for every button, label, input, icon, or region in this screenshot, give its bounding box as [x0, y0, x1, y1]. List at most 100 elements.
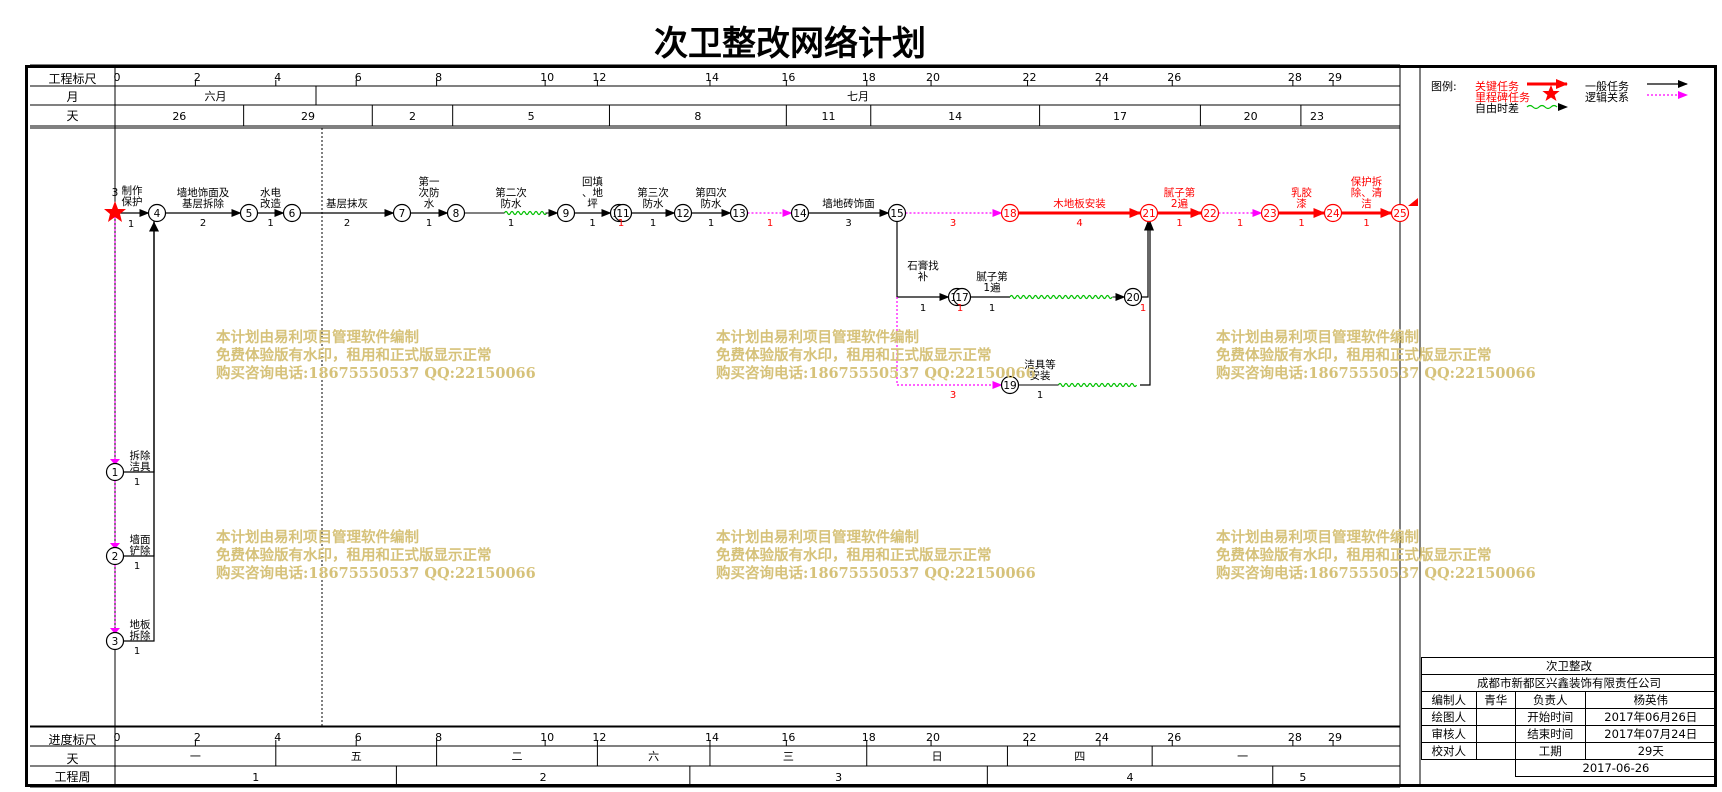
info-duration: 29天 [1584, 742, 1718, 760]
event-node-label: 19 [1003, 380, 1016, 392]
task-name-label: 水电 [260, 186, 281, 199]
event-node-9 [556, 203, 576, 223]
info-checker-label: 校对人 [1421, 742, 1477, 760]
task-duration: 1 [1176, 218, 1182, 229]
info-manager: 杨英伟 [1584, 691, 1718, 709]
task-name-label: 腻子第 [976, 270, 1008, 283]
task-name-label: 洁具等 [1024, 358, 1056, 371]
watermark-line: 免费体验版有水印，租用和正式版显示正常 [216, 547, 492, 564]
scale-tick-label: 10 [540, 71, 554, 84]
watermark-text: 本计划由易利项目管理软件编制免费体验版有水印，租用和正式版显示正常购买咨询电话:… [216, 529, 546, 583]
event-node-label: 20 [1126, 292, 1139, 304]
day-label: 17 [1113, 110, 1127, 123]
free-float-wave [503, 210, 548, 216]
legend-float-symbol [1526, 104, 1558, 110]
task-duration: 1 [426, 218, 432, 229]
week-label: 5 [1299, 771, 1306, 784]
event-node-label: 9 [563, 208, 570, 220]
event-node-label: 6 [289, 208, 296, 220]
watermark-line: 购买咨询电话:18675550537 QQ:22150066 [1216, 565, 1536, 582]
event-node-2 [105, 546, 125, 566]
info-start-label: 开始时间 [1514, 708, 1586, 726]
scale-tick-label: 12 [592, 71, 606, 84]
logic-arrowhead [110, 543, 120, 549]
event-node-label: 14 [793, 208, 807, 220]
logic-arrowhead [110, 459, 120, 465]
watermark-text: 本计划由易利项目管理软件编制免费体验版有水印，租用和正式版显示正常购买咨询电话:… [1216, 329, 1546, 383]
scale-tick-label: 2 [194, 71, 201, 84]
info-checker [1475, 742, 1516, 760]
watermark-line: 购买咨询电话:18675550537 QQ:22150066 [716, 565, 1036, 582]
task-name-label: 除、清 [1351, 186, 1383, 199]
task-name-label: 保护拆 [1351, 175, 1383, 188]
event-node-label: 11 [616, 208, 629, 220]
task-name-prefix: 3 [112, 187, 119, 199]
free-float-wave [1057, 382, 1138, 388]
task-name-label: 、地 [582, 186, 603, 199]
event-node-label: 24 [1326, 208, 1340, 220]
task-duration: 1 [650, 218, 656, 229]
legend-logic-label: 逻辑关系 [1585, 91, 1629, 104]
event-node-17 [952, 287, 972, 307]
legend-float-label: 自由时差 [1475, 102, 1519, 115]
info-reviewer-label: 审核人 [1421, 725, 1477, 743]
info-editor-label: 编制人 [1421, 691, 1477, 709]
task-name-label: 防水 [643, 197, 664, 210]
event-node-label: 8 [453, 208, 460, 220]
watermark-line: 免费体验版有水印，租用和正式版显示正常 [1216, 547, 1492, 564]
info-end: 2017年07月24日 [1584, 725, 1718, 743]
week-row-label: 工程周 [54, 770, 91, 784]
weekday-label: 一 [1237, 750, 1248, 763]
watermark-line: 购买咨询电话:18675550537 QQ:22150066 [716, 365, 1036, 382]
event-node-label: 21 [1142, 208, 1155, 220]
logic-arrowhead [110, 628, 120, 634]
task-name-label: 洁 [1361, 197, 1372, 210]
task-name-label: 次防 [419, 186, 440, 199]
event-node-label: 15 [890, 208, 903, 220]
task-duration: 2 [200, 218, 206, 229]
event-node-22 [1200, 203, 1220, 223]
scale-tick-label: 29 [1328, 71, 1342, 84]
event-node-label: 13 [732, 208, 745, 220]
progress-tick-label: 29 [1328, 731, 1342, 744]
task-arrows [110, 208, 1393, 642]
task-name-label: 墙地饰面及 [177, 186, 230, 199]
task-name-label: 安装 [1030, 369, 1052, 382]
task-duration: 1 [920, 303, 926, 314]
page-title: 次卫整改网络计划 [654, 24, 926, 64]
weekday-label: 五 [351, 750, 362, 763]
legend-general-label: 一般任务 [1585, 80, 1629, 93]
task-duration: 1 [134, 477, 140, 488]
progress-tick-label: 2 [194, 731, 201, 744]
watermark-line: 本计划由易利项目管理软件编制 [216, 329, 419, 346]
day-label: 23 [1310, 110, 1324, 123]
event-node-3 [105, 631, 125, 651]
task-name-label: 墙地砖饰面 [822, 197, 875, 210]
event-node-label: 2 [112, 551, 119, 563]
legend-milestone-star-icon [1542, 85, 1560, 101]
event-node-label: 3 [112, 636, 119, 648]
watermark-text: 本计划由易利项目管理软件编制免费体验版有水印，租用和正式版显示正常购买咨询电话:… [716, 529, 1046, 583]
info-end-label: 结束时间 [1514, 725, 1586, 743]
task-name-label: 制作 [122, 184, 143, 197]
watermark-line: 本计划由易利项目管理软件编制 [716, 529, 919, 546]
progress-tick-label: 12 [592, 731, 606, 744]
task-name-label: 保护 [122, 195, 143, 208]
task-name-label: 补 [918, 270, 929, 283]
task-duration: 1 [134, 561, 140, 572]
task-duration: 3 [845, 218, 851, 229]
task-name-label: 2遍 [1171, 197, 1189, 210]
scale-tick-label: 0 [114, 71, 121, 84]
event-node-label: 5 [246, 208, 253, 220]
task-duration: 1 [589, 218, 595, 229]
logic-arrow [896, 297, 1003, 389]
day-label: 8 [694, 110, 701, 123]
event-node-8 [446, 203, 466, 223]
event-node-label: 18 [1003, 208, 1016, 220]
scale-tick-label: 20 [926, 71, 940, 84]
progress-tick-label: 8 [435, 731, 442, 744]
task-duration: 1 [618, 218, 624, 229]
task-name-label: 地板 [130, 618, 151, 631]
task-line [123, 221, 155, 557]
